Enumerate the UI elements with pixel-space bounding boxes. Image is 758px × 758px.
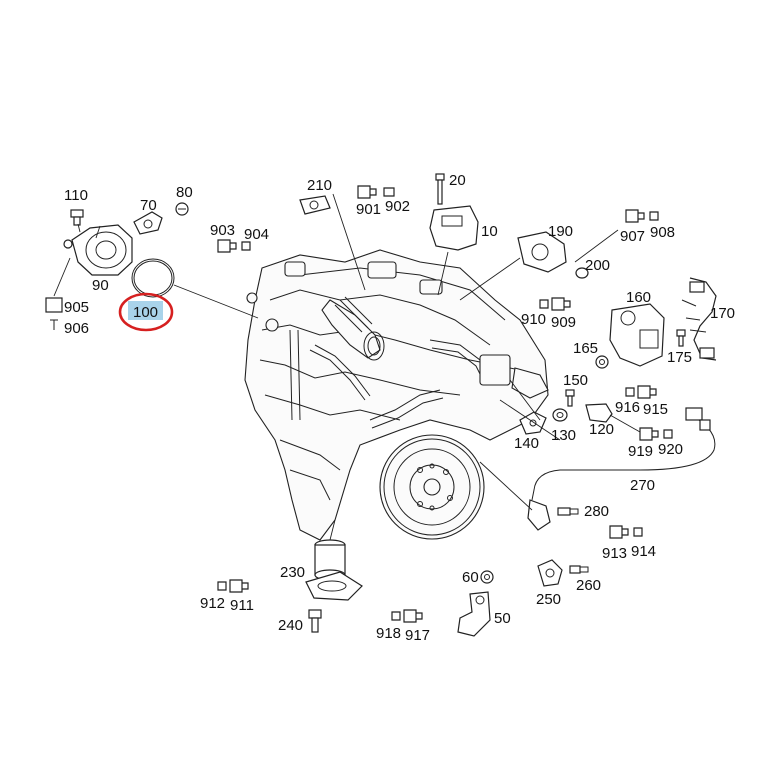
bolt-240 <box>308 609 322 633</box>
callout-120[interactable]: 120 <box>589 421 614 438</box>
callout-907[interactable]: 907 <box>620 228 645 245</box>
callout-230[interactable]: 230 <box>280 564 305 581</box>
callout-906[interactable]: 906 <box>64 320 89 337</box>
callout-150[interactable]: 150 <box>563 372 588 389</box>
callout-914[interactable]: 914 <box>631 543 656 560</box>
sensor-70 <box>133 211 163 235</box>
o-ring-100 <box>131 258 175 298</box>
callout-260[interactable]: 260 <box>576 577 601 594</box>
sensor-120 <box>585 403 613 423</box>
callout-916[interactable]: 916 <box>615 399 640 416</box>
callout-250[interactable]: 250 <box>536 591 561 608</box>
callout-915[interactable]: 915 <box>643 401 668 418</box>
callout-904[interactable]: 904 <box>244 226 269 243</box>
callout-175[interactable]: 175 <box>667 349 692 366</box>
callout-100[interactable]: 100 <box>133 304 158 321</box>
callout-70[interactable]: 70 <box>140 197 157 214</box>
callout-280[interactable]: 280 <box>584 503 609 520</box>
callout-80[interactable]: 80 <box>176 184 193 201</box>
callout-919[interactable]: 919 <box>628 443 653 460</box>
bolt-150 <box>565 389 575 407</box>
callout-917[interactable]: 917 <box>405 627 430 644</box>
sensor-250 <box>537 559 563 587</box>
callout-50[interactable]: 50 <box>494 610 511 627</box>
callout-908[interactable]: 908 <box>650 224 675 241</box>
callout-910[interactable]: 910 <box>521 311 546 328</box>
callout-911[interactable]: 911 <box>230 597 254 614</box>
callout-130[interactable]: 130 <box>551 427 576 444</box>
leader-lines <box>53 193 641 541</box>
cable-270 <box>531 407 716 501</box>
connector-icons <box>217 185 673 623</box>
callout-20[interactable]: 20 <box>449 172 466 189</box>
callout-110[interactable]: 110 <box>64 187 88 204</box>
callout-90[interactable]: 90 <box>92 277 109 294</box>
knock-sensor-280 <box>527 499 579 531</box>
bolt-60 <box>480 570 494 584</box>
bracket-170 <box>681 277 717 361</box>
callout-901[interactable]: 901 <box>356 201 381 218</box>
highlight-ring <box>118 292 174 332</box>
flywheel <box>379 434 485 540</box>
callout-170[interactable]: 170 <box>710 305 735 322</box>
callout-200[interactable]: 200 <box>585 257 610 274</box>
callout-912[interactable]: 912 <box>200 595 225 612</box>
connector-905 <box>45 297 63 330</box>
bolt-20 <box>435 173 445 205</box>
callout-10[interactable]: 10 <box>481 223 498 240</box>
callout-165[interactable]: 165 <box>573 340 598 357</box>
callout-labels: 110 80 70 903 904 90 905 906 100 210 901… <box>64 172 735 644</box>
engine-assembly <box>244 249 549 541</box>
bolt-110 <box>70 209 84 226</box>
sensor-50 <box>457 591 491 637</box>
callout-190[interactable]: 190 <box>548 223 573 240</box>
callout-903[interactable]: 903 <box>210 222 235 239</box>
callout-60[interactable]: 60 <box>462 569 479 586</box>
screw-175 <box>676 329 686 347</box>
callout-913[interactable]: 913 <box>602 545 627 562</box>
callout-920[interactable]: 920 <box>658 441 683 458</box>
seal-200 <box>575 267 589 279</box>
callout-905[interactable]: 905 <box>64 299 89 316</box>
washer-130 <box>552 408 568 422</box>
callout-909[interactable]: 909 <box>551 314 576 331</box>
valve-160 <box>609 303 665 367</box>
screw-260 <box>569 565 589 574</box>
oil-filter-230 <box>305 539 363 601</box>
callout-270[interactable]: 270 <box>630 477 655 494</box>
screw-80 <box>175 202 189 216</box>
nut-165 <box>595 355 609 369</box>
actuator-10 <box>429 205 479 251</box>
valve-190 <box>517 231 567 273</box>
callout-160[interactable]: 160 <box>626 289 651 306</box>
pump-housing-90 <box>63 224 133 276</box>
callout-918[interactable]: 918 <box>376 625 401 642</box>
callout-240[interactable]: 240 <box>278 617 303 634</box>
callout-210[interactable]: 210 <box>307 177 332 194</box>
callout-902[interactable]: 902 <box>385 198 410 215</box>
highlight-100 <box>118 292 174 332</box>
highlight-box <box>128 301 163 320</box>
callout-140[interactable]: 140 <box>514 435 539 452</box>
sensor-210 <box>299 195 331 215</box>
